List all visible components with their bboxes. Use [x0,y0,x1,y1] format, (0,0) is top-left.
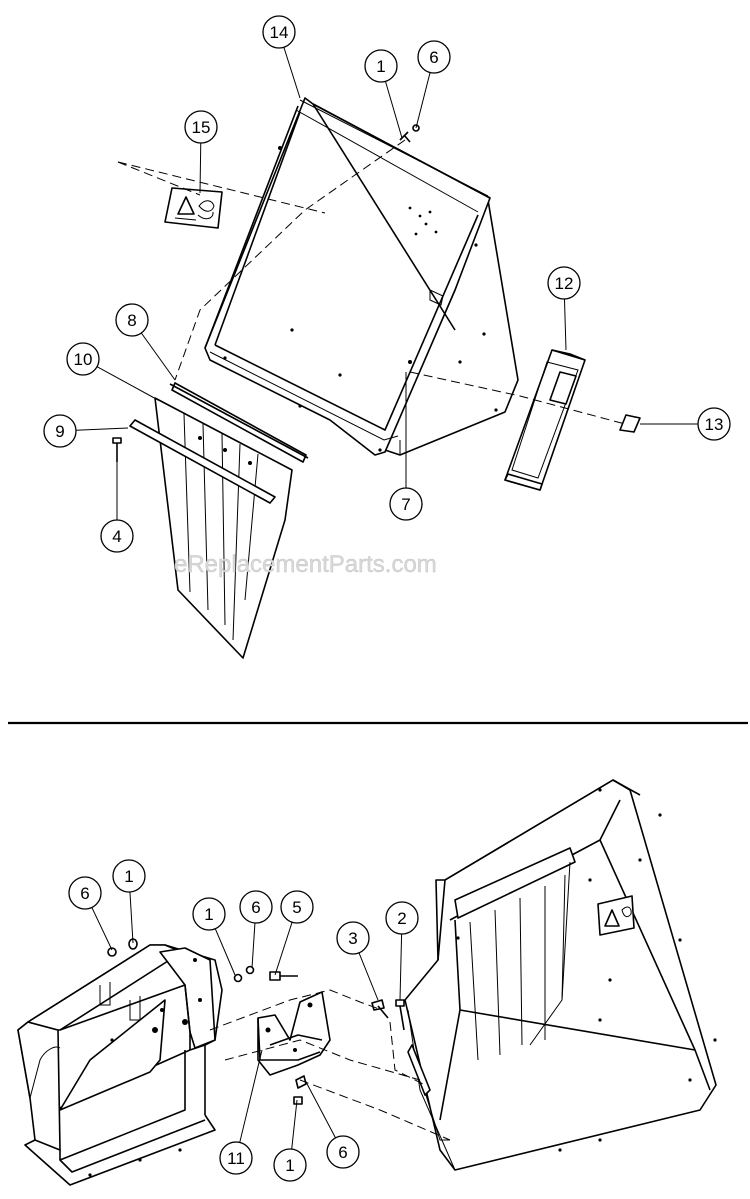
callout-number: 4 [112,527,121,546]
callout-circle [184,110,218,144]
bottom-assembly-lines [209,989,451,1141]
callout-11: 11 [219,1049,263,1175]
callout-2: 2 [385,901,419,1001]
callout-leader-line [385,81,403,139]
callout-number: 7 [401,495,410,514]
callout-circle [112,859,146,893]
callout-leader-line [239,1049,263,1143]
callout-circle [262,15,296,49]
chute-hood-assembly [204,97,519,456]
callout-10: 10 [66,342,159,401]
callout-circle [326,1135,360,1169]
callout-number: 1 [376,57,385,76]
callout-leader-line [304,1079,336,1139]
callout-number: 1 [124,867,133,886]
callout-number: 14 [270,23,289,42]
callout-leader-line [91,907,113,951]
callout-circle [192,897,226,931]
callout-leader-line [415,72,431,129]
callout-7: 7 [389,372,423,521]
callout-6: 6 [415,40,451,129]
callout-circle [280,890,314,924]
callout-number: 9 [55,422,64,441]
top-assembly-lines [117,139,626,425]
callout-number: 11 [227,1149,245,1168]
callout-number: 1 [285,1156,294,1175]
callout-leader-line [214,928,236,976]
callout-9: 9 [43,414,129,448]
callout-leader-line [96,366,159,401]
callout-number: 6 [251,898,260,917]
callout-leader-line [358,952,379,1001]
callout-15: 15 [184,110,218,194]
callout-circle [417,40,451,74]
callout-leader-line [399,933,403,1001]
rubber-flap-10 [112,382,309,659]
callout-leader-line [274,922,293,976]
callout-6: 6 [239,890,273,969]
callout-circle [385,901,419,935]
callout-circle [115,303,149,337]
bolt-1-top [399,131,411,143]
callout-leader-line [283,47,301,99]
callout-circle [66,342,100,376]
callout-6: 6 [304,1079,360,1169]
callout-number: 8 [127,311,136,330]
callout-number: 6 [80,884,89,903]
callout-circle [219,1141,253,1175]
callout-number: 12 [555,274,574,293]
callout-leader-line [563,298,567,351]
callout-leader-line [291,1099,298,1150]
callout-8: 8 [115,303,176,381]
callout-1: 1 [192,897,236,976]
warning-decal-15 [164,187,223,229]
callout-1: 1 [112,859,146,944]
callout-number: 5 [292,898,301,917]
callout-12: 12 [547,266,581,351]
chute-hopper-assembly [404,779,717,1171]
callout-number: 15 [192,118,211,137]
callout-leader-line [251,922,256,969]
callout-number: 2 [397,909,406,928]
callout-4: 4 [100,460,134,553]
callout-circle [43,414,77,448]
callout-1: 1 [364,49,403,139]
callout-leader-line [199,142,202,194]
callout-14: 14 [262,15,301,99]
callout-circle [336,921,370,955]
callout-number: 10 [74,350,93,369]
callout-number: 6 [429,48,438,67]
callout-leader-line [140,332,176,381]
callout-circle [389,487,423,521]
callout-13: 13 [640,407,731,441]
callout-number: 6 [338,1143,347,1162]
callout-circle [239,890,273,924]
callout-3: 3 [336,921,379,1001]
watermark: eReplacementParts.com [174,551,437,578]
callout-circle [273,1148,307,1182]
callout-number: 1 [204,905,213,924]
callout-leader-line [129,891,134,944]
pivot-bracket-11 [257,991,331,1076]
callout-leader-line [75,427,129,431]
callout-5: 5 [274,890,314,976]
bottom-hardware [107,938,405,1105]
callout-1: 1 [273,1099,307,1182]
callout-6: 6 [68,876,113,951]
callout-circle [100,519,134,553]
chute-mounting-bracket [17,944,223,1186]
callout-number: 13 [705,415,724,434]
decal-13 [619,414,641,433]
callout-number: 3 [348,929,357,948]
callout-circle [364,49,398,83]
callout-circle [68,876,102,910]
callout-circle [547,266,581,300]
deflector-12 [504,349,586,491]
callout-circle [697,407,731,441]
